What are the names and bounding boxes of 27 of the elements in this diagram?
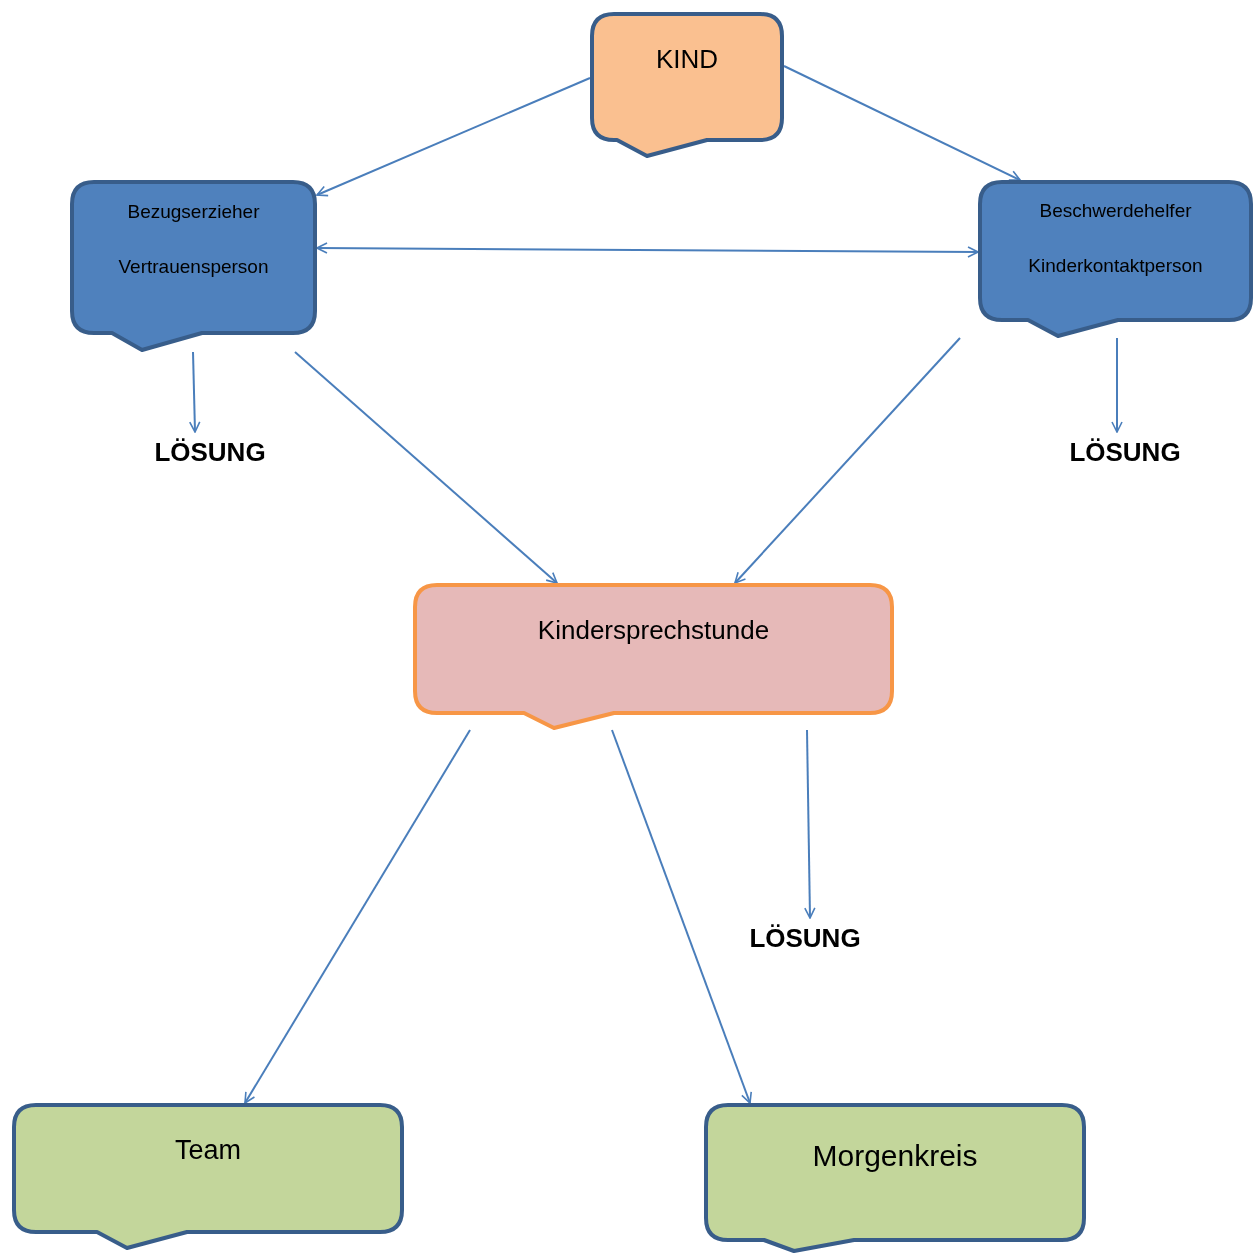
- bubble-text: Morgenkreis: [812, 1141, 978, 1171]
- speech-bubble: [704, 1103, 1086, 1253]
- arrow: [783, 65, 1021, 181]
- result-label: LÖSUNG: [154, 435, 266, 469]
- arrow: [244, 729, 471, 1104]
- arrow: [1111, 337, 1123, 433]
- speech-bubble: [413, 583, 894, 730]
- bubble-text: Team: [175, 1137, 241, 1164]
- arrow: [611, 729, 752, 1104]
- bubble-text: Kindersprechstunde: [537, 617, 770, 643]
- arrow: [316, 77, 591, 197]
- arrow: [804, 729, 816, 919]
- speech-bubble: [590, 12, 784, 158]
- result-label: LÖSUNG: [749, 921, 861, 955]
- speech-bubble: [978, 180, 1253, 338]
- arrow: [734, 337, 961, 584]
- bubble-text: Kinderkontaktperson: [1028, 256, 1203, 275]
- bubble-text: Bezugserzieher: [127, 202, 260, 221]
- arrow: [188, 351, 201, 433]
- arrow: [294, 351, 558, 584]
- bubble-text: Beschwerdehelfer: [1039, 201, 1192, 220]
- bubble-text: Vertrauensperson: [118, 257, 269, 276]
- speech-bubble: [12, 1103, 404, 1250]
- bubble-text: KIND: [655, 46, 719, 72]
- speech-bubble: [70, 180, 317, 352]
- arrow: [316, 242, 979, 258]
- result-label: LÖSUNG: [1069, 435, 1181, 469]
